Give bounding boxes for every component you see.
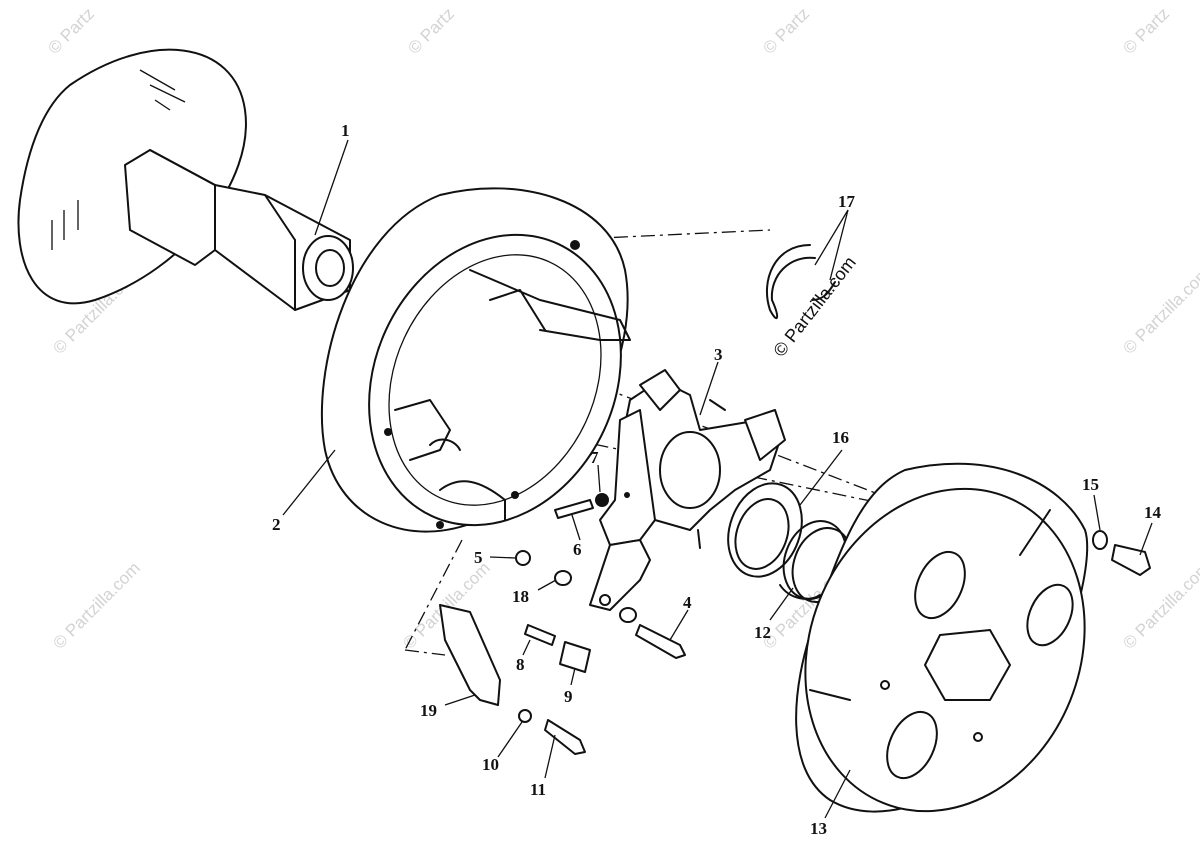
callout-9: 9 — [564, 687, 573, 706]
watermark: © Partzilla.com — [1119, 558, 1200, 652]
part-4-bolt — [635, 624, 686, 659]
part-19-bracket — [439, 604, 501, 706]
callout-2: 2 — [272, 515, 281, 534]
part-10-washer — [518, 709, 532, 723]
callout-15: 15 — [1082, 475, 1099, 494]
watermark: © Partzilla.com — [49, 558, 143, 652]
part-7-nut — [595, 493, 609, 507]
part-14-screw — [1111, 544, 1151, 576]
watermark: © Partz — [404, 4, 458, 58]
callout-16: 16 — [832, 428, 849, 447]
hardware — [439, 493, 1151, 755]
callout-18: 18 — [512, 587, 529, 606]
callout-labels: 1 2 3 4 5 6 7 8 9 10 11 12 13 14 15 16 1… — [272, 121, 1162, 838]
callout-7: 7 — [590, 448, 599, 467]
part-16-bushing — [727, 482, 803, 578]
part-17-snap-ring — [765, 244, 836, 320]
part-1-fixed-sheave — [17, 48, 354, 311]
part-3-spider-assembly — [589, 369, 786, 611]
leader-lines — [282, 139, 1153, 819]
callout-11: 11 — [530, 780, 546, 799]
part-18-washer — [554, 570, 572, 586]
callout-19: 19 — [420, 701, 437, 720]
watermark: © Partz — [44, 4, 98, 58]
callout-5: 5 — [474, 548, 483, 567]
watermark: © Partz — [759, 4, 813, 58]
part-6-bolt — [554, 499, 594, 519]
callout-13: 13 — [810, 819, 827, 838]
callout-6: 6 — [573, 540, 582, 559]
part-13-cover — [795, 462, 1089, 813]
callout-4: 4 — [683, 593, 692, 612]
part-11-bolt — [544, 719, 586, 755]
part-8-pin — [524, 624, 556, 646]
watermark: © Partz — [1119, 4, 1173, 58]
callout-14: 14 — [1144, 503, 1162, 522]
part-2-clutch-housing — [321, 187, 631, 533]
callout-10: 10 — [482, 755, 499, 774]
callout-17: 17 — [838, 192, 856, 211]
part-15-washer — [1092, 530, 1108, 550]
part-9-bushing — [559, 641, 591, 673]
callout-3: 3 — [714, 345, 723, 364]
callout-12: 12 — [754, 623, 771, 642]
part-5-nut — [515, 550, 531, 566]
part-4-washer — [619, 607, 637, 623]
callout-8: 8 — [516, 655, 525, 674]
watermark: © Partzilla.com — [1119, 263, 1200, 357]
callout-1: 1 — [341, 121, 350, 140]
